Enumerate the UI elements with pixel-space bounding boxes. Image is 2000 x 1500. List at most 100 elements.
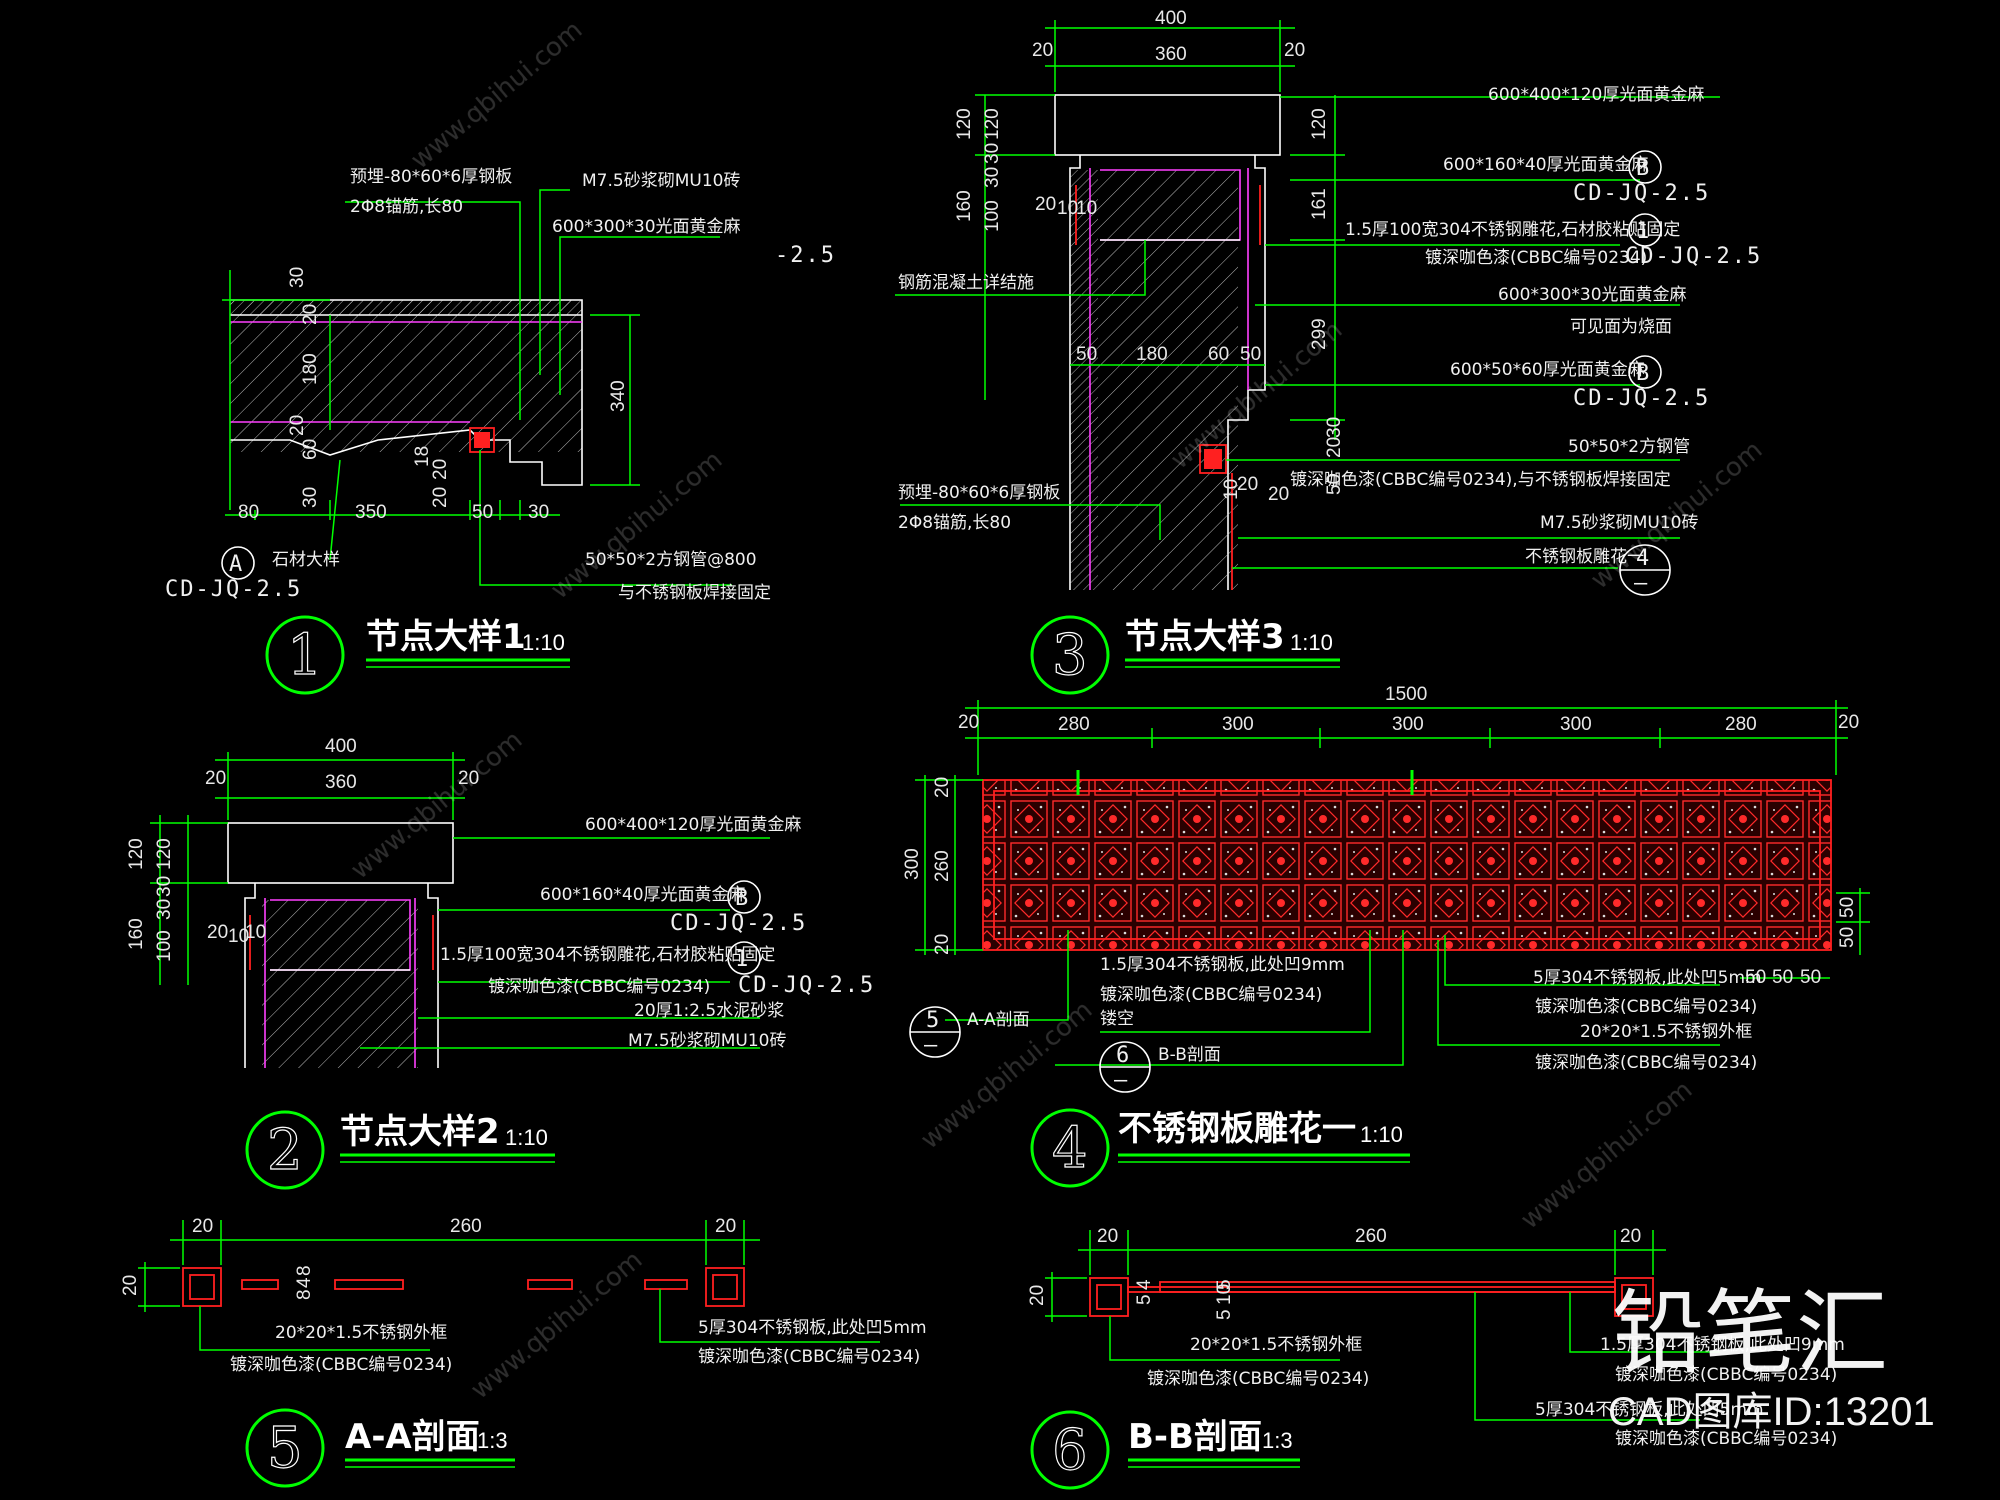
dim-label: 20 (958, 712, 979, 733)
note: 5厚304不锈钢板,此处凹5mm (1533, 968, 1762, 988)
note: 20*20*1.5不锈钢外框 (1580, 1022, 1752, 1042)
dim-label: 30 (154, 899, 175, 920)
detail-scale: 1:10 (1290, 630, 1333, 655)
leader (329, 459, 341, 561)
watermark-caption: CAD图库ID:13201 (1608, 1390, 1935, 1434)
detail6-frame-tube (1089, 1277, 1129, 1317)
dim-label: 20 (1324, 437, 1345, 458)
dim-label: 10 (1221, 479, 1242, 500)
detail3-cap-stone (1054, 94, 1281, 156)
dim-label: 20 (1097, 1226, 1118, 1247)
note: 5厚304不锈钢板,此处凹5mm (1535, 1400, 1764, 1420)
dim-label: 120 (154, 838, 175, 870)
ref-dash: — (1114, 1068, 1129, 1093)
dim-label: 4 (1134, 1279, 1155, 1290)
dim-label: 400 (1155, 8, 1187, 29)
leader (895, 240, 1146, 296)
dim-label: 360 (325, 772, 357, 793)
ref-letter: 1 (1636, 219, 1651, 244)
note: 镀深咖色漆(CBBC编号0234) (1615, 1429, 1837, 1449)
dim-label: 30 (982, 167, 1003, 188)
watermark-brand: 铅笔汇 (1612, 1280, 1888, 1387)
dim-label: 30 (528, 502, 549, 523)
detail1-steel-tube-fill (474, 432, 490, 448)
dim-label: 50 (1324, 474, 1345, 495)
detail-title: 节点大样3 (1125, 617, 1285, 657)
detail1-steel-tube (469, 427, 495, 453)
ref-letter: 4 (1636, 546, 1651, 571)
dim-label: 20 (1268, 484, 1289, 505)
note: 与不锈钢板焊接固定 (618, 583, 771, 603)
ref-sheet: CD-JQ-2.5 (738, 973, 875, 998)
note: 镀深咖色漆(CBBC编号0234) (488, 977, 710, 997)
dim-label: 120 (126, 838, 147, 870)
dim-label: 20 (1032, 40, 1053, 61)
detail-number: 4 (1052, 1116, 1088, 1181)
dim-label: 300 (1560, 714, 1592, 735)
dim-label: 350 (355, 502, 387, 523)
dim-label: 260 (450, 1216, 482, 1237)
watermark-site: www.qbihui.com (545, 445, 728, 605)
dim-label: 180 (300, 353, 321, 385)
dim-label: 80 (238, 502, 259, 523)
detail-number: 1 (287, 623, 323, 688)
dim-label: 20 (1620, 1226, 1641, 1247)
detail3-brick (1070, 170, 1098, 590)
dim-label: 20 (430, 459, 451, 480)
dim-label: 30 (154, 876, 175, 897)
detail3-steel-tube (1199, 444, 1227, 474)
detail-2: 400 20 360 20 120 120 160 100 30 30 20 1… (126, 736, 875, 1190)
dim-label: 340 (608, 380, 629, 412)
dim-label: 10 (1076, 198, 1097, 219)
ref-partial: -2.5 (775, 243, 836, 268)
dim-label: 20 (932, 934, 953, 955)
section-label: A-A剖面 (967, 1010, 1030, 1030)
dim-label: 8 (294, 1265, 315, 1276)
detail-title: 不锈钢板雕花一 (1118, 1109, 1356, 1149)
leader (1055, 930, 1404, 1066)
leader (900, 504, 1161, 540)
detail6-frame-tube (1614, 1277, 1654, 1317)
detail1-wall-hatch (230, 300, 582, 452)
dim-label: 20 (1027, 1285, 1048, 1306)
ref-letter: B (1636, 361, 1651, 386)
dim-label: 50 (1800, 967, 1821, 988)
detail-title: 节点大样2 (340, 1112, 500, 1152)
ref-bubble (1628, 150, 1662, 184)
dim-label: 10 (1214, 1284, 1235, 1305)
dim-label: 280 (1725, 714, 1757, 735)
dim-label: 300 (1392, 714, 1424, 735)
detail2-column-hatch (262, 900, 418, 1068)
leader (1444, 935, 1720, 986)
dim-label: 280 (1058, 714, 1090, 735)
detail-5: 20 260 20 20 8 4 8 20*20*1.5不锈钢外框 镀深咖色漆(… (120, 1216, 927, 1488)
dim-label: 20 (1838, 712, 1859, 733)
detail6-frame-void (1096, 1284, 1122, 1310)
leader (199, 1306, 430, 1351)
dim-label: 20 (1035, 194, 1056, 215)
note: 预埋-80*60*6厚钢板 (350, 167, 512, 187)
note: 50*50*2方钢管@800 (585, 550, 757, 570)
detail5-plate-strip (334, 1279, 404, 1290)
note: 2Φ8锚筋,长80 (350, 197, 463, 217)
leader (1474, 1292, 1700, 1421)
note: 1.5厚100宽304不锈钢雕花,石材胶粘贴固定 (1345, 220, 1680, 240)
ref-dash: — (1634, 571, 1649, 596)
detail-number-circle (245, 1408, 325, 1488)
leader (659, 1289, 880, 1343)
note: 5厚304不锈钢板,此处凹5mm (698, 1318, 927, 1338)
detail-title: 节点大样1 (366, 617, 526, 657)
dim-label: 18 (412, 446, 433, 467)
note: 可见面为烧面 (1570, 317, 1672, 337)
dim-label: 20 (120, 1275, 141, 1296)
detail2-cap-stone (227, 822, 454, 884)
dim-label: 20 (287, 415, 308, 436)
dim-label: 1500 (1385, 684, 1427, 705)
watermark-site: www.qbihui.com (405, 15, 588, 175)
ref-sheet: CD-JQ-2.5 (1573, 386, 1710, 411)
ref-letter: 1 (735, 947, 750, 972)
dim-label: 20 (205, 768, 226, 789)
note: 1.5厚100宽304不锈钢雕花,石材胶粘贴固定 (440, 945, 775, 965)
watermark-site: www.qbihui.com (465, 1245, 648, 1405)
